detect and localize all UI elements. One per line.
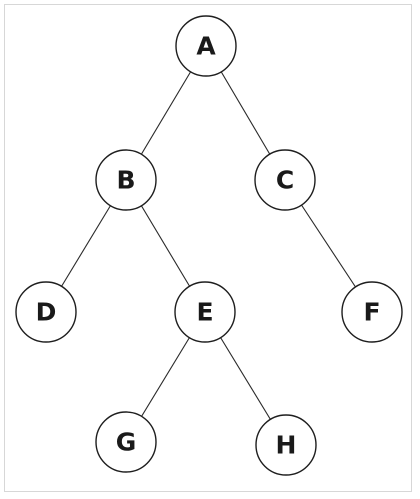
node-a-circle [175,15,237,77]
node-b-circle [95,149,157,211]
node-c-label: C [276,166,294,195]
node-g: G [95,411,157,473]
diagram-frame [4,4,412,492]
node-e: E [174,281,236,343]
node-g-circle [95,411,157,473]
node-d: D [15,281,77,343]
node-d-circle [15,281,77,343]
node-c-circle [254,149,316,211]
node-c: C [254,149,316,211]
node-layer: A B C D E F G H [15,15,403,476]
node-a: A [175,15,237,77]
node-h: H [255,414,317,476]
node-h-label: H [276,431,297,460]
node-a-label: A [196,32,216,61]
node-f-circle [341,281,403,343]
node-e-label: E [196,298,213,327]
node-f: F [341,281,403,343]
node-b-label: B [116,166,135,195]
node-g-label: G [116,428,137,457]
node-h-circle [255,414,317,476]
node-b: B [95,149,157,211]
edge-layer [45,45,373,446]
node-f-label: F [363,298,380,327]
node-d-label: D [36,298,57,327]
node-e-circle [174,281,236,343]
